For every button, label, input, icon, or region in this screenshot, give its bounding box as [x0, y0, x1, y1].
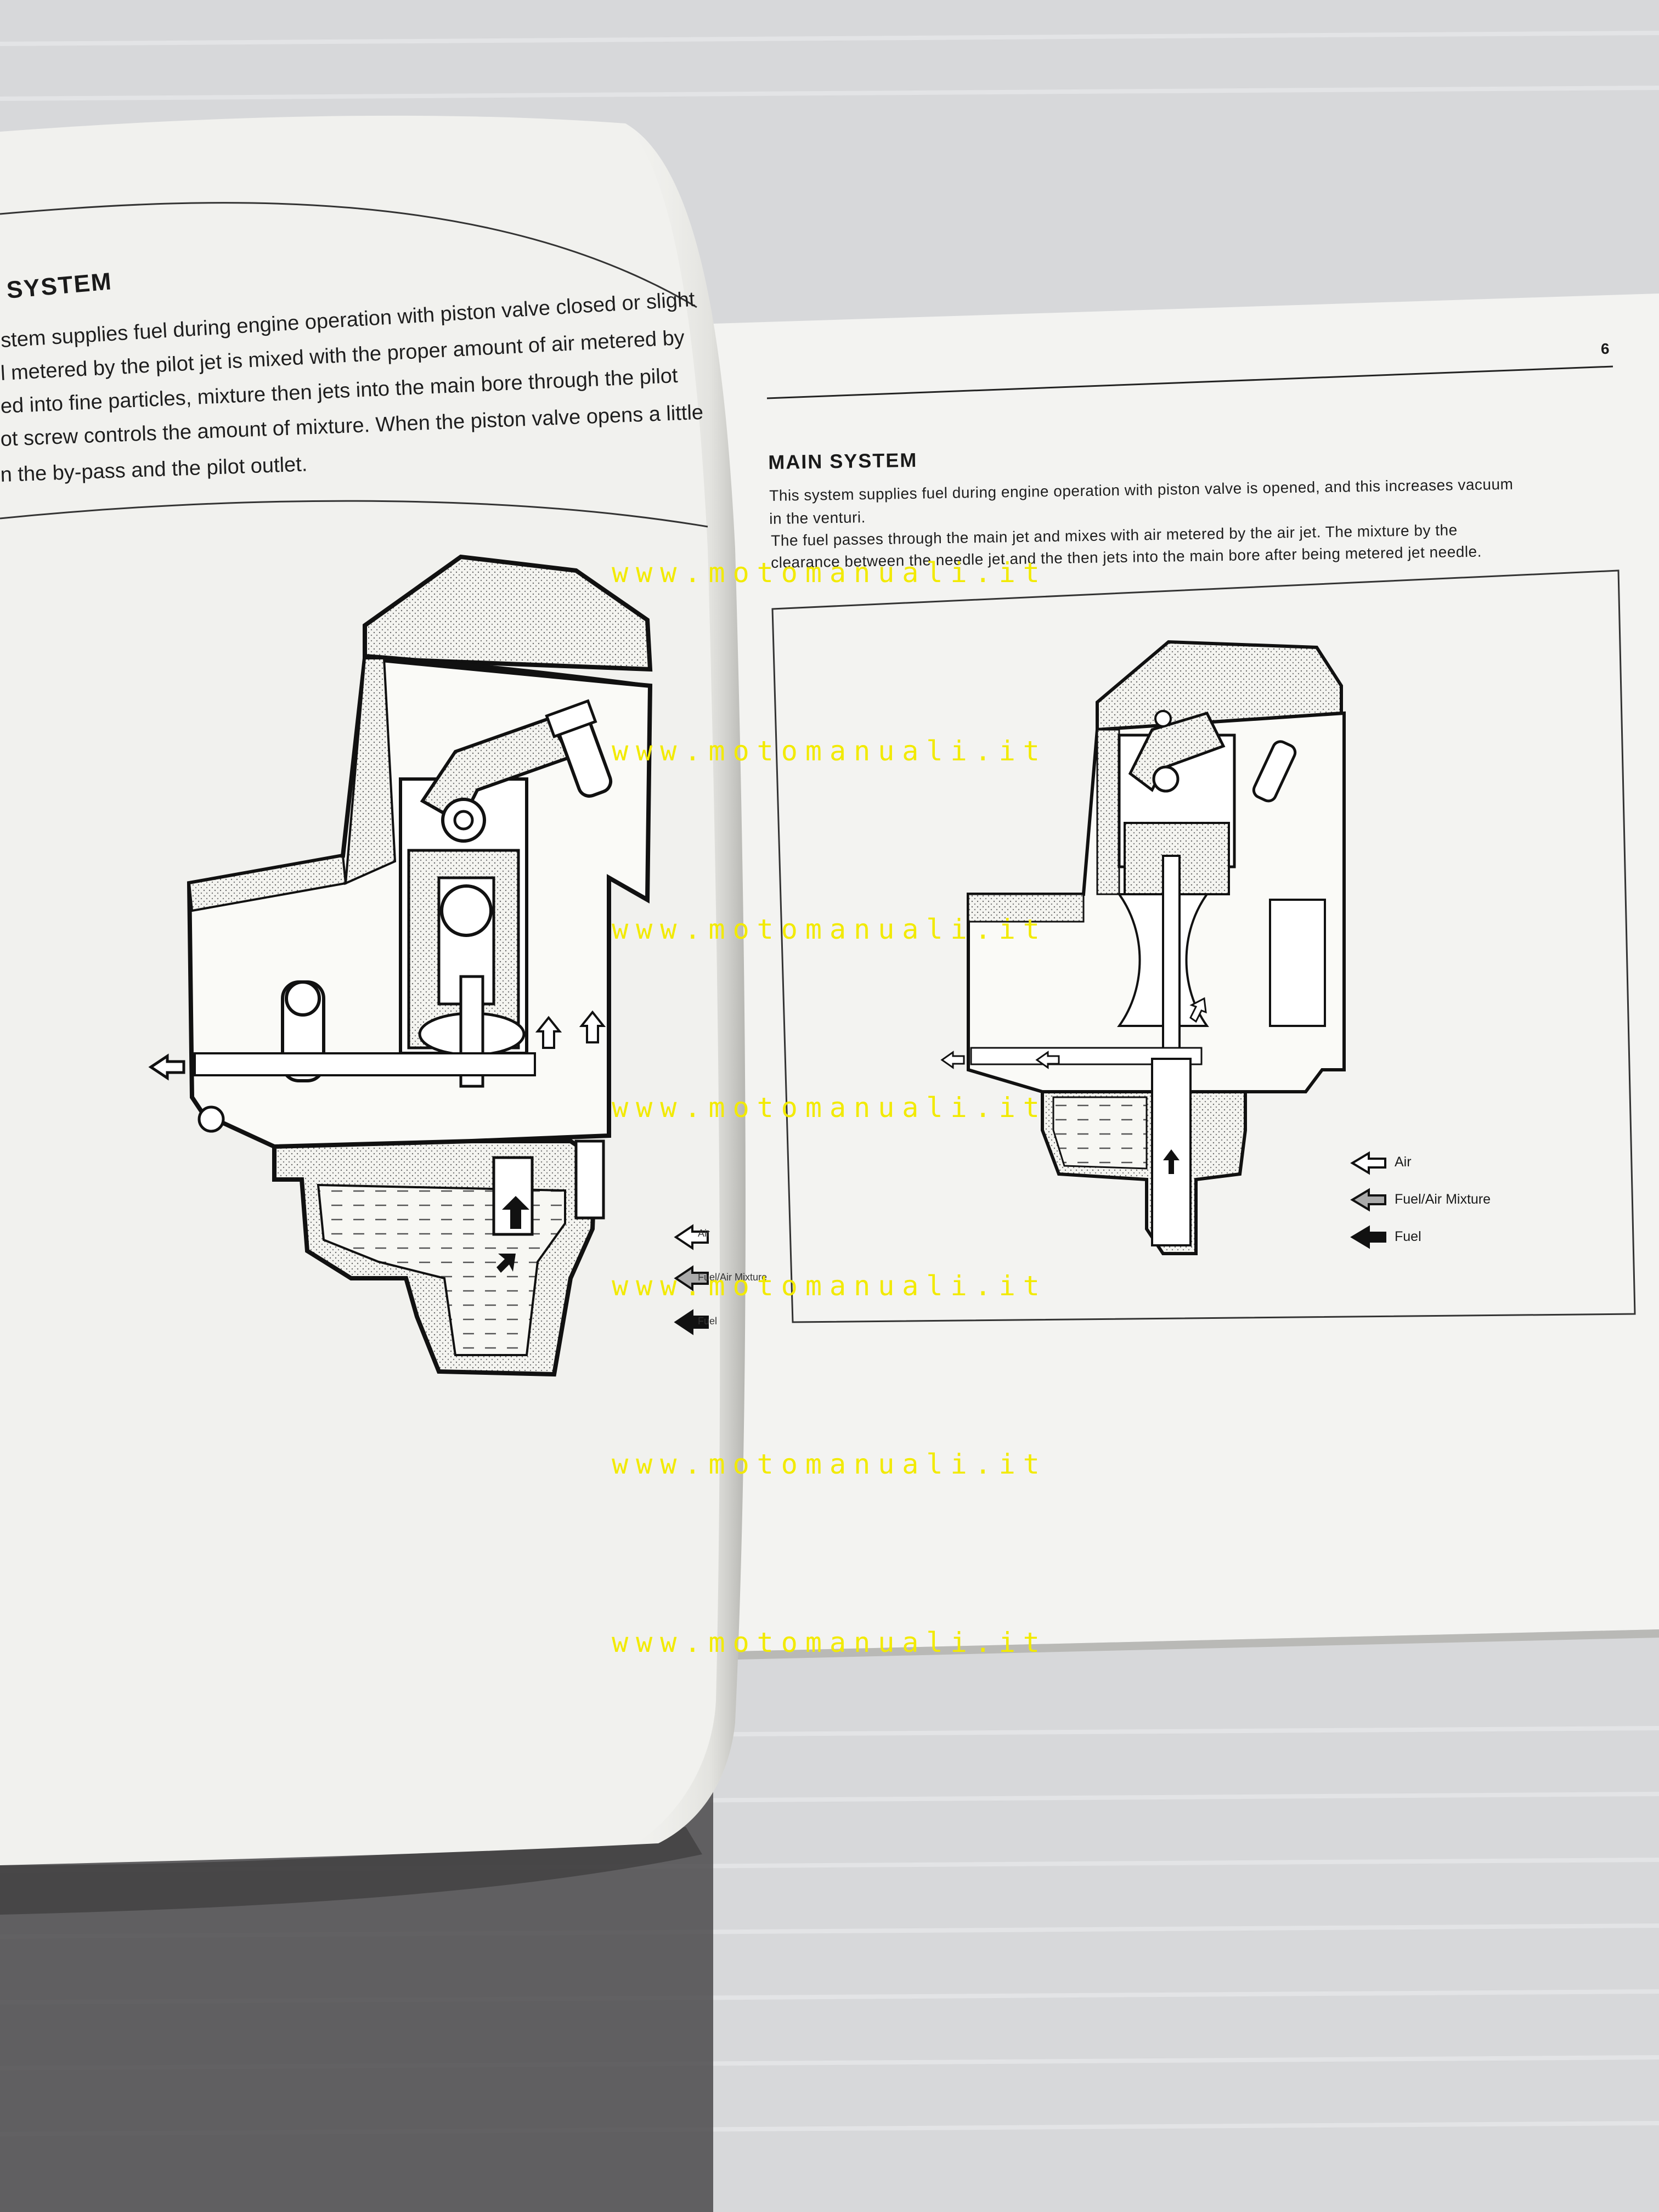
watermark-text: www.motomanuali.it [612, 1270, 1047, 1302]
left-legend-mixture: Fuel/Air Mixture [698, 1272, 768, 1283]
right-legend-fuel: Fuel [1395, 1229, 1421, 1244]
page-number: 6 [1601, 340, 1610, 357]
watermark-text: www.motomanuali.it [612, 1448, 1047, 1480]
watermark-text: www.motomanuali.it [612, 735, 1047, 767]
right-carburetor-diagram [940, 640, 1386, 1255]
right-page-heading: MAIN SYSTEM [768, 448, 918, 473]
left-legend-air: Air [698, 1228, 710, 1239]
left-carburetor-diagram [148, 554, 709, 1377]
watermark-text: www.motomanuali.it [612, 1627, 1047, 1658]
watermark-text: www.motomanuali.it [612, 1092, 1047, 1124]
right-body-line: in the venturi. [769, 509, 866, 527]
right-legend-mixture: Fuel/Air Mixture [1395, 1192, 1491, 1207]
right-legend-air: Air [1395, 1154, 1412, 1170]
watermark-text: www.motomanuali.it [612, 557, 1047, 589]
watermark-text: www.motomanuali.it [612, 913, 1047, 945]
left-legend-fuel: Fuel [698, 1316, 718, 1327]
